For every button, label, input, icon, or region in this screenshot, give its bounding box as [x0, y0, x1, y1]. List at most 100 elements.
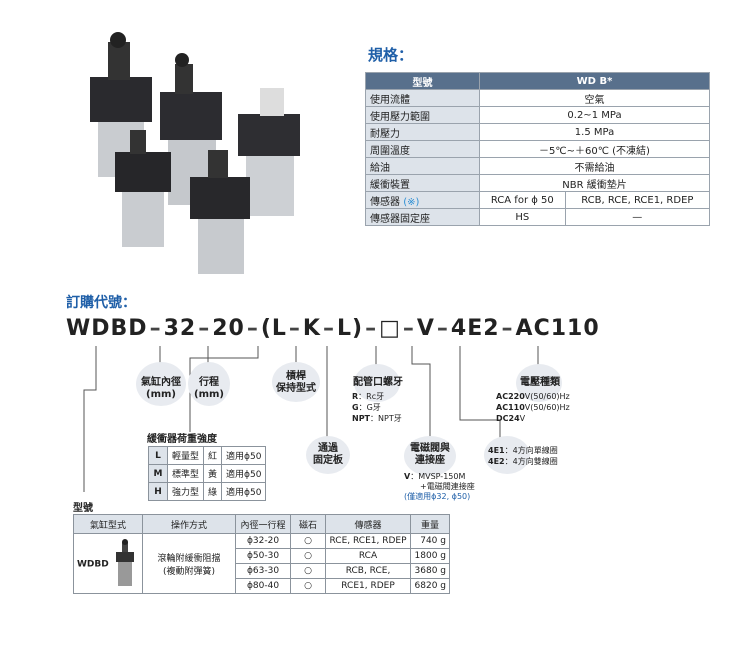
- port-o2k: G: [352, 403, 359, 412]
- v1: V(50/60)Hz: [524, 392, 570, 401]
- port-option-rc: R：Rc牙: [352, 392, 385, 401]
- vt-o1k: 4E1: [488, 446, 505, 455]
- model-size: ϕ50-30: [235, 548, 291, 564]
- voltage-bubble: [516, 364, 562, 402]
- port-o3k: NPT: [352, 414, 371, 423]
- cylinder-front-left: [115, 130, 171, 247]
- bore-unit: (mm): [146, 389, 176, 400]
- model-size: ϕ80-40: [235, 578, 291, 594]
- voltage-ac110: AC110V(50/60)Hz: [496, 403, 570, 413]
- voltage-ac220: AC220V(50/60)Hz: [496, 392, 570, 402]
- buffer-color: 黃: [203, 464, 223, 483]
- lever-label: 槓桿保持型式: [268, 371, 324, 395]
- order-code: WDBD–32–20–(L–K–L)–□–V–4E2–AC110: [66, 316, 600, 341]
- lever-line1: 槓桿: [286, 371, 306, 382]
- stroke-unit: (mm): [194, 389, 224, 400]
- plate-line2: 固定板: [313, 455, 343, 466]
- vt-o2k: 4E2: [488, 457, 505, 466]
- model-magnet: ○: [290, 548, 326, 564]
- v3: V: [519, 414, 526, 423]
- v2: V(50/60)Hz: [524, 403, 570, 412]
- model-magnet: ○: [290, 578, 326, 594]
- model-size: ϕ63-30: [235, 563, 291, 579]
- sensor-label: 傳感器: [370, 196, 400, 208]
- v2k: AC110: [496, 403, 525, 412]
- buffer-key: L: [148, 446, 168, 465]
- code-seg-bore: 32: [163, 316, 197, 341]
- spec-label: 周圍溫度: [365, 140, 480, 158]
- model-operation: 滾輪附緩衝阻擋 (複動附彈簧): [142, 533, 236, 594]
- stroke-bubble: [188, 362, 230, 406]
- buffer-name: 輕量型: [166, 446, 205, 465]
- vt-o1: ：4方向單線圈: [504, 446, 558, 455]
- model-type-cell: WDBD: [73, 533, 143, 594]
- valve-line2: 連接座: [415, 455, 445, 466]
- valvetype-bubble: [484, 436, 530, 474]
- model-row: ϕ63-30 ○ RCB, RCE, 3680 g: [74, 563, 450, 579]
- spec-row: 給油不需給油: [365, 157, 710, 175]
- model-label: 型號: [73, 503, 93, 514]
- bracket-label: 傳感器固定座: [365, 208, 480, 226]
- code-seg-plate: L: [336, 316, 352, 341]
- port-o1: ：Rc牙: [358, 392, 385, 401]
- code-seg-lever: K: [302, 316, 321, 341]
- spec-row-bracket: 傳感器固定座 HS —: [365, 208, 711, 226]
- buffer-fit: 適用ϕ50: [221, 482, 267, 501]
- bore-bubble: [136, 362, 186, 406]
- port-o2: ：G牙: [358, 403, 381, 412]
- col-sensor: 傳感器: [325, 514, 411, 534]
- operation-line2: (複動附彈簧): [162, 566, 216, 577]
- code-seg-model: WDBD: [66, 316, 148, 341]
- buffer-name: 強力型: [166, 482, 205, 501]
- valve-o1k: V: [404, 472, 411, 481]
- port-o3: ：NPT牙: [370, 414, 402, 423]
- valve-option-v: V：MVSP-150M: [404, 472, 465, 482]
- code-seg-port: □: [379, 316, 401, 341]
- model-sensor: RCA: [325, 548, 411, 564]
- model-weight: 1800 g: [410, 548, 450, 564]
- model-table: 氣缸型式 操作方式 內徑一行程 磁石 傳感器 重量 WDBD 滾輪附緩衝阻擋(複…: [73, 514, 450, 594]
- stroke-label: 行程(mm): [188, 377, 230, 401]
- buffer-fit: 適用ϕ50: [221, 464, 267, 483]
- code-seg-paren-close: ): [352, 316, 364, 341]
- col-type: 氣缸型式: [73, 514, 143, 534]
- plate-bubble: [306, 436, 350, 474]
- bore-label: 氣缸內徑(mm): [136, 377, 186, 401]
- voltage-dc24: DC24V: [496, 414, 525, 424]
- spec-label: 緩衝裝置: [365, 174, 480, 192]
- model-type: WDBD: [77, 559, 109, 569]
- port-bubble: [354, 364, 400, 402]
- v3k: DC24: [496, 414, 520, 423]
- model-sensor: RCE1, RDEP: [325, 578, 411, 594]
- model-sensor: RCE, RCE1, RDEP: [325, 533, 411, 549]
- v1k: AC220: [496, 392, 525, 401]
- voltage-label: 電壓種類: [520, 377, 560, 388]
- col-operation: 操作方式: [142, 514, 236, 534]
- code-seg-buffer: L: [271, 316, 287, 341]
- buffer-fit: 適用ϕ50: [221, 446, 267, 465]
- valve-bubble: [404, 436, 456, 476]
- bracket-value-1: HS: [479, 208, 566, 226]
- code-seg-stroke: 20: [212, 316, 245, 341]
- lever-bubble: [272, 362, 320, 402]
- model-magnet: ○: [290, 533, 326, 549]
- model-size: ϕ32-20: [235, 533, 291, 549]
- buffer-key: M: [148, 464, 168, 483]
- spec-title: 規格：: [368, 46, 414, 64]
- sensor-note: (※): [403, 196, 420, 208]
- port-label: 配管口螺牙: [353, 377, 403, 388]
- spec-row: 周圍溫度－5℃~＋60℃ (不凍結): [365, 140, 710, 158]
- valve-option-seat: +電磁閥連接座: [420, 482, 475, 491]
- spec-label: 使用壓力範圍: [365, 106, 480, 124]
- lever-line2: 保持型式: [276, 383, 316, 394]
- operation-line1: 滾輪附緩衝阻擋: [157, 553, 221, 564]
- cylinder-front-right: [190, 150, 250, 274]
- valve-o1: ：MVSP-150M: [410, 472, 466, 481]
- order-title: 訂購代號：: [66, 295, 136, 311]
- spec-label: 耐壓力: [365, 123, 480, 141]
- model-weight: 740 g: [410, 533, 450, 549]
